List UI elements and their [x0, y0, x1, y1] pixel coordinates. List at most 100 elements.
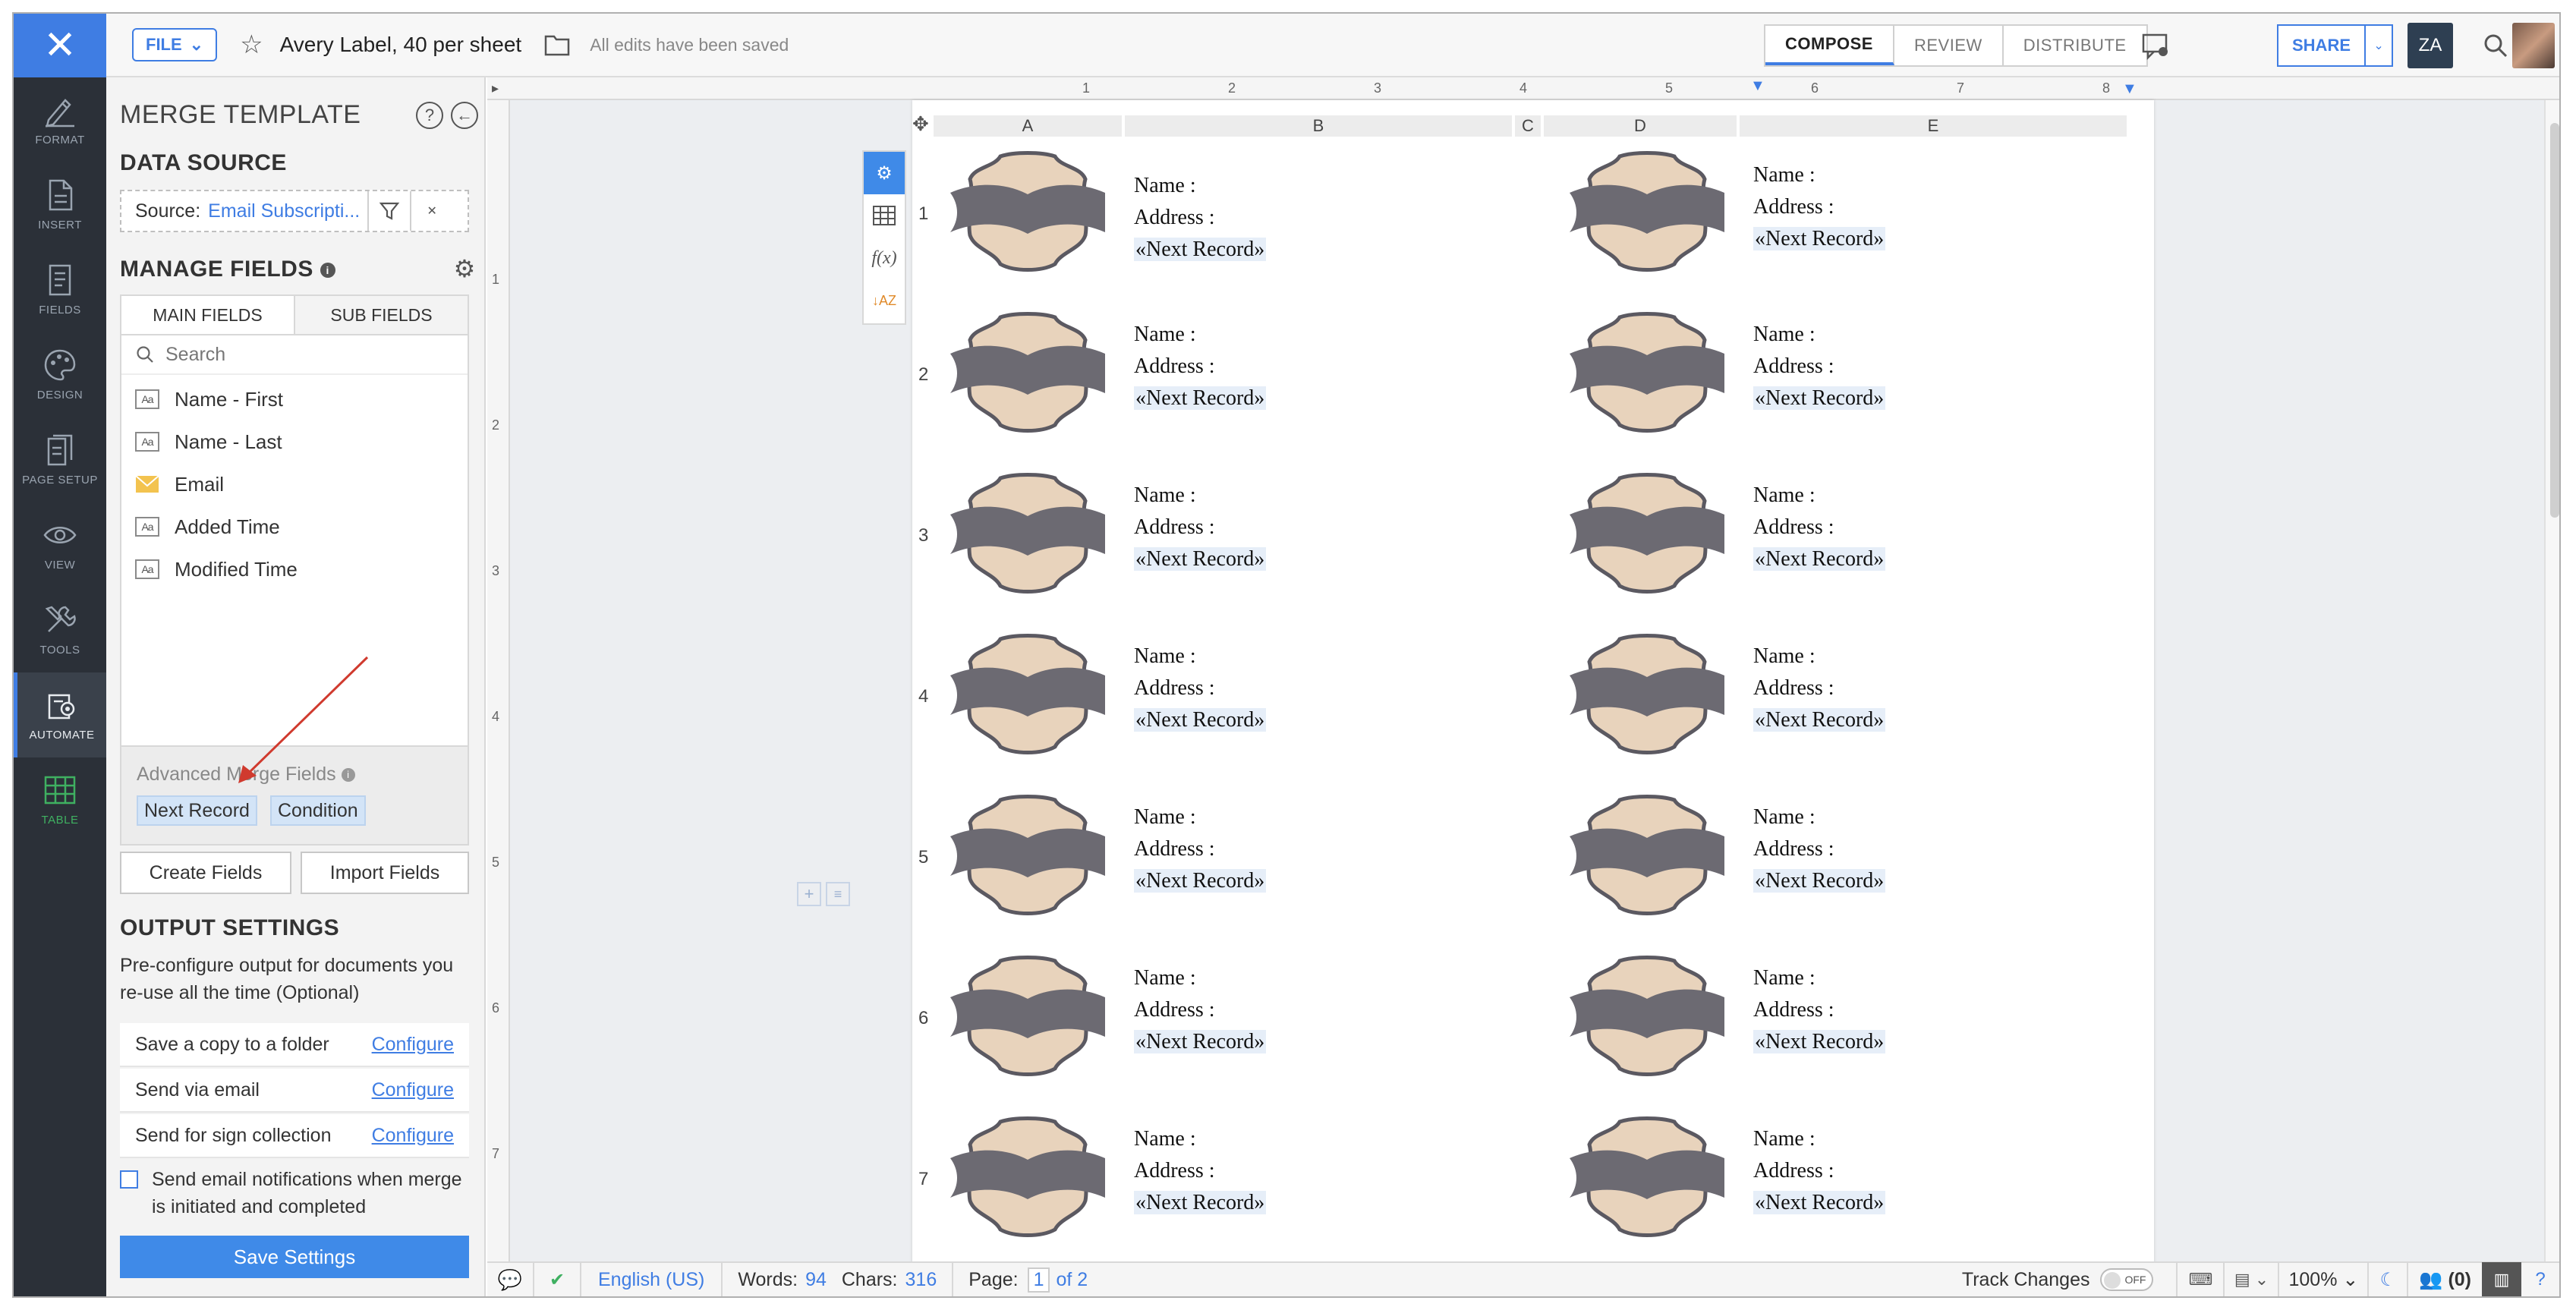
- import-fields-button[interactable]: Import Fields: [301, 852, 469, 894]
- table-move-handle-icon[interactable]: ✥: [912, 112, 929, 135]
- label-cell[interactable]: Name :Address :«Next Record»: [1554, 1110, 2101, 1261]
- insert-list-icon[interactable]: ≡: [826, 882, 850, 906]
- label-text[interactable]: Name :Address :«Next Record»: [1134, 1123, 1267, 1219]
- zoom-selector[interactable]: 100% ⌄: [2288, 1269, 2359, 1290]
- table-grid-icon[interactable]: [864, 194, 905, 237]
- info-icon[interactable]: i: [341, 768, 355, 783]
- label-text[interactable]: Name :Address :«Next Record»: [1753, 1123, 1886, 1219]
- column-header[interactable]: D: [1544, 115, 1737, 137]
- create-fields-button[interactable]: Create Fields: [120, 852, 291, 894]
- next-record-field[interactable]: «Next Record»: [1134, 1191, 1267, 1214]
- table-settings-icon[interactable]: ⚙: [864, 152, 905, 194]
- mode-compose[interactable]: COMPOSE: [1765, 26, 1894, 65]
- label-cell[interactable]: Name :Address :«Next Record»: [1554, 144, 2101, 305]
- star-icon[interactable]: ☆: [240, 30, 263, 59]
- reading-mode-icon[interactable]: ▥: [2482, 1262, 2521, 1296]
- configure-link[interactable]: Configure: [371, 1079, 454, 1101]
- rail-item-insert[interactable]: INSERT: [14, 162, 106, 247]
- chevron-down-icon[interactable]: ⌄: [2373, 39, 2384, 52]
- label-cell[interactable]: Name :Address :«Next Record»: [1554, 788, 2101, 949]
- label-text[interactable]: Name :Address :«Next Record»: [1134, 480, 1267, 575]
- file-menu-button[interactable]: FILE ⌄: [132, 28, 218, 61]
- source-value-link[interactable]: Email Subscripti...: [208, 200, 361, 222]
- vertical-scrollbar[interactable]: [2544, 100, 2559, 1261]
- document-title[interactable]: Avery Label, 40 per sheet: [279, 33, 522, 56]
- label-cell[interactable]: Name :Address :«Next Record»: [1554, 305, 2101, 466]
- label-cell[interactable]: Name :Address :«Next Record»: [1554, 627, 2101, 788]
- label-text[interactable]: Name :Address :«Next Record»: [1134, 641, 1267, 736]
- save-settings-button[interactable]: Save Settings: [120, 1236, 469, 1278]
- next-record-field[interactable]: «Next Record»: [1134, 1030, 1267, 1053]
- rail-item-tools[interactable]: TOOLS: [14, 587, 106, 672]
- sort-icon[interactable]: ↓AZ: [871, 292, 896, 308]
- next-record-field[interactable]: «Next Record»: [1134, 386, 1267, 410]
- label-cell[interactable]: Name :Address :«Next Record»: [935, 305, 1482, 466]
- next-record-field[interactable]: «Next Record»: [1753, 708, 1886, 732]
- label-text[interactable]: Name :Address :«Next Record»: [1753, 159, 1886, 255]
- next-record-field[interactable]: «Next Record»: [1753, 227, 1886, 250]
- close-icon[interactable]: ✕: [410, 191, 452, 231]
- keyboard-icon[interactable]: ⌨: [2188, 1270, 2213, 1289]
- search-icon[interactable]: [2476, 26, 2515, 65]
- help-icon[interactable]: ?: [2535, 1269, 2546, 1290]
- info-icon[interactable]: i: [320, 263, 335, 279]
- next-record-field[interactable]: «Next Record»: [1134, 869, 1267, 893]
- tab-main-fields[interactable]: MAIN FIELDS: [121, 296, 295, 334]
- rail-item-design[interactable]: DESIGN: [14, 332, 106, 417]
- label-text[interactable]: Name :Address :«Next Record»: [1134, 801, 1267, 897]
- chat-icon[interactable]: 💬: [497, 1267, 523, 1291]
- mode-review[interactable]: REVIEW: [1894, 26, 2004, 65]
- label-cell[interactable]: Name :Address :«Next Record»: [935, 788, 1482, 949]
- label-text[interactable]: Name :Address :«Next Record»: [1753, 962, 1886, 1058]
- label-text[interactable]: Name :Address :«Next Record»: [1753, 641, 1886, 736]
- language-selector[interactable]: English (US): [598, 1268, 705, 1290]
- scrollbar-thumb[interactable]: [2550, 123, 2559, 518]
- rail-item-automate[interactable]: AUTOMATE: [14, 672, 106, 757]
- next-record-field[interactable]: «Next Record»: [1753, 547, 1886, 571]
- tab-sub-fields[interactable]: SUB FIELDS: [295, 296, 468, 334]
- ruler-toggle-icon[interactable]: ▸: [492, 80, 499, 96]
- track-changes-toggle[interactable]: OFF: [2100, 1268, 2154, 1291]
- collaborators-button[interactable]: 👥 (0): [2408, 1269, 2482, 1291]
- field-item[interactable]: Email: [121, 463, 468, 505]
- label-text[interactable]: Name :Address :«Next Record»: [1753, 319, 1886, 414]
- next-record-field[interactable]: «Next Record»: [1134, 708, 1267, 732]
- next-record-field[interactable]: «Next Record»: [1134, 238, 1267, 261]
- label-text[interactable]: Name :Address :«Next Record»: [1134, 962, 1267, 1058]
- next-record-chip[interactable]: Next Record: [137, 795, 257, 826]
- indent-marker-icon[interactable]: ▼: [2122, 80, 2137, 97]
- label-cell[interactable]: Name :Address :«Next Record»: [1554, 949, 2101, 1110]
- spellcheck-icon[interactable]: ✔: [549, 1269, 565, 1290]
- rail-item-view[interactable]: VIEW: [14, 502, 106, 587]
- next-record-field[interactable]: «Next Record»: [1753, 1191, 1886, 1214]
- back-arrow-icon[interactable]: ←: [451, 102, 478, 129]
- rail-item-format[interactable]: FORMAT: [14, 77, 106, 162]
- next-record-field[interactable]: «Next Record»: [1753, 386, 1886, 410]
- label-text[interactable]: Name :Address :«Next Record»: [1753, 480, 1886, 575]
- column-header[interactable]: A: [934, 115, 1122, 137]
- search-input[interactable]: [165, 343, 439, 366]
- label-text[interactable]: Name :Address :«Next Record»: [1753, 801, 1886, 897]
- configure-link[interactable]: Configure: [371, 1124, 454, 1146]
- page-layout-icon[interactable]: ▤ ⌄: [2234, 1270, 2269, 1289]
- gear-icon[interactable]: ⚙: [453, 255, 476, 282]
- label-text[interactable]: Name :Address :«Next Record»: [1134, 319, 1267, 414]
- rail-item-fields[interactable]: FIELDS: [14, 247, 106, 332]
- label-text[interactable]: Name :Address :«Next Record»: [1134, 170, 1267, 266]
- page-number-input[interactable]: 1: [1027, 1267, 1050, 1293]
- help-icon[interactable]: ?: [416, 102, 443, 129]
- comment-bell-icon[interactable]: [2136, 26, 2175, 65]
- formula-icon[interactable]: f(x): [871, 247, 897, 268]
- condition-chip[interactable]: Condition: [270, 795, 366, 826]
- label-cell[interactable]: Name :Address :«Next Record»: [935, 1110, 1482, 1261]
- rail-item-table[interactable]: TABLE: [14, 757, 106, 842]
- configure-link[interactable]: Configure: [371, 1033, 454, 1055]
- folder-icon[interactable]: [544, 33, 570, 56]
- close-icon[interactable]: ✕: [14, 14, 106, 77]
